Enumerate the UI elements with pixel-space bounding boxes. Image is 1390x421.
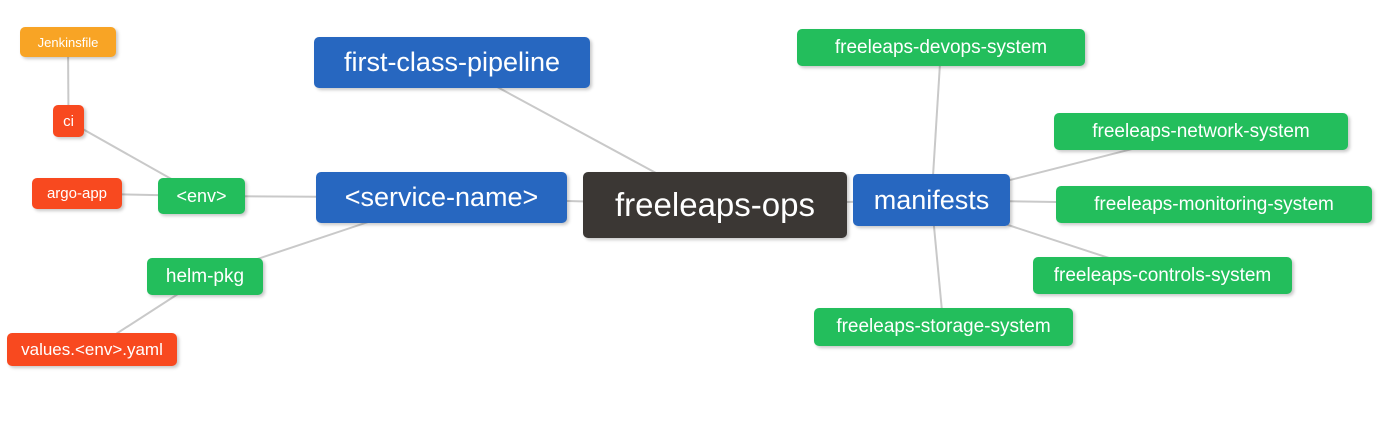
node-jenkinsfile[interactable]: Jenkinsfile bbox=[20, 27, 116, 57]
node-freeleaps-monitoring-system[interactable]: freeleaps-monitoring-system bbox=[1056, 186, 1372, 223]
node-argo-app[interactable]: argo-app bbox=[32, 178, 122, 209]
node-manifests[interactable]: manifests bbox=[853, 174, 1010, 226]
node-first-class-pipeline[interactable]: first-class-pipeline bbox=[314, 37, 590, 88]
node-freeleaps-devops-system[interactable]: freeleaps-devops-system bbox=[797, 29, 1085, 66]
node-service-name[interactable]: <service-name> bbox=[316, 172, 567, 223]
node-env[interactable]: <env> bbox=[158, 178, 245, 214]
node-freeleaps-controls-system[interactable]: freeleaps-controls-system bbox=[1033, 257, 1292, 294]
node-freeleaps-ops[interactable]: freeleaps-ops bbox=[583, 172, 847, 238]
node-ci[interactable]: ci bbox=[53, 105, 84, 137]
node-freeleaps-network-system[interactable]: freeleaps-network-system bbox=[1054, 113, 1348, 150]
node-helm-pkg[interactable]: helm-pkg bbox=[147, 258, 263, 295]
node-freeleaps-storage-system[interactable]: freeleaps-storage-system bbox=[814, 308, 1073, 346]
node-values-env-yaml[interactable]: values.<env>.yaml bbox=[7, 333, 177, 366]
